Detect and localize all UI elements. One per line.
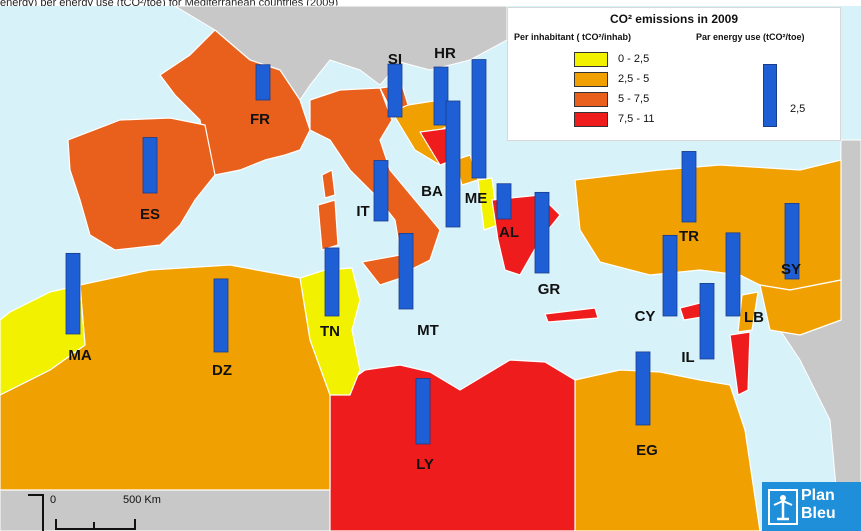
scale-end-label: 500 Km	[123, 494, 161, 506]
country-fr	[159, 29, 311, 176]
co2-bar-cy	[662, 234, 678, 317]
co2-bar-si	[387, 63, 403, 118]
scale-bar: 0 500 Km	[28, 486, 168, 531]
legend-swatch-class-1	[574, 52, 608, 67]
legend-per-energy-header: Par energy use (tCO²/toe)	[696, 32, 805, 42]
co2-bar-al	[496, 183, 512, 220]
co2-bar-sy	[784, 202, 800, 280]
logo-line-2: Bleu	[801, 505, 836, 522]
country-ma	[0, 284, 86, 396]
country-label-hr: HR	[434, 45, 456, 62]
country-label-il: IL	[681, 349, 694, 366]
co2-bar-lb	[725, 232, 741, 317]
country-labels-layer: FR ES IT SI HR BA ME AL GR TR CY LB SY IL EG LY TN MT DZ MA	[68, 45, 801, 473]
country-label-si: SI	[388, 51, 402, 68]
country-label-tr: TR	[679, 228, 699, 245]
country-label-cy: CY	[635, 308, 656, 325]
co2-bar-eg	[635, 351, 651, 426]
scale-tick-0	[55, 519, 57, 530]
country-label-fr: FR	[250, 111, 270, 128]
country-label-lb: LB	[744, 309, 764, 326]
country-gr-crete	[544, 307, 599, 323]
country-label-ly: LY	[416, 456, 434, 473]
co2-bar-it	[373, 160, 389, 222]
country-lb	[737, 291, 759, 333]
co2-bar-ly	[415, 378, 431, 445]
co2-bar-fr	[255, 64, 271, 101]
scale-start-label: 0	[50, 494, 57, 506]
legend: CO² emissions in 2009 Per inhabitant ( t…	[507, 7, 841, 141]
country-ly	[329, 359, 576, 531]
country-label-tn: TN	[320, 323, 340, 340]
logo-line-1: Plan	[801, 487, 835, 504]
legend-title: CO² emissions in 2009	[609, 12, 739, 26]
logo-text: Plan Bleu	[801, 487, 836, 523]
country-label-sy: SY	[781, 261, 801, 278]
co2-bar-gr	[534, 191, 550, 274]
scale-line	[55, 528, 135, 530]
co2-bar-ba	[445, 100, 461, 228]
legend-per-inhabitant-header: Per inhabitant ( tCO²/inhab)	[514, 32, 631, 42]
country-label-eg: EG	[636, 442, 658, 459]
country-label-al: AL	[499, 224, 519, 241]
scale-tick-end	[134, 519, 136, 530]
scale-tick-mid	[93, 522, 95, 530]
country-label-ma: MA	[68, 347, 91, 364]
co2-bar-tr	[681, 151, 697, 223]
country-sy	[759, 279, 842, 336]
caption-fragment: energy) per energy use (tCO²/toe) for Me…	[0, 0, 339, 6]
country-label-ba: BA	[421, 183, 443, 200]
country-eg	[574, 369, 761, 531]
legend-range-class-4: 7,5 - 11	[618, 113, 655, 125]
country-label-dz: DZ	[212, 362, 232, 379]
co2-bars-layer	[65, 59, 800, 445]
co2-bar-es	[142, 137, 158, 194]
co2-bar-hr	[433, 66, 449, 126]
co2-bar-ma	[65, 252, 81, 335]
country-label-me: ME	[465, 190, 488, 207]
co2-bar-il	[699, 282, 715, 360]
plan-bleu-logo: Plan Bleu	[762, 482, 861, 531]
legend-reference-bar	[763, 64, 777, 127]
legend-swatch-class-2	[574, 72, 608, 87]
country-il	[729, 331, 751, 396]
legend-swatch-class-3	[574, 92, 608, 107]
co2-bar-dz	[213, 278, 229, 353]
country-label-es: ES	[140, 206, 160, 223]
legend-reference-bar-label: 2,5	[790, 103, 806, 115]
legend-swatch-class-4	[574, 112, 608, 127]
legend-range-class-3: 5 - 7,5	[618, 93, 650, 105]
country-it-sardinia	[317, 199, 339, 251]
country-label-it: IT	[356, 203, 369, 220]
country-es	[67, 117, 216, 251]
scale-frame-left	[42, 494, 44, 531]
co2-bar-me	[471, 59, 487, 179]
co2-bar-mt	[398, 232, 414, 310]
country-label-mt: MT	[417, 322, 439, 339]
scale-frame-top	[28, 494, 44, 496]
legend-range-class-1: 0 - 2,5	[618, 53, 650, 65]
co2-bar-tn	[324, 247, 340, 317]
country-fr-corsica	[321, 169, 336, 199]
legend-range-class-2: 2,5 - 5	[618, 73, 650, 85]
lighthouse-icon	[768, 489, 798, 525]
country-label-gr: GR	[538, 281, 561, 298]
